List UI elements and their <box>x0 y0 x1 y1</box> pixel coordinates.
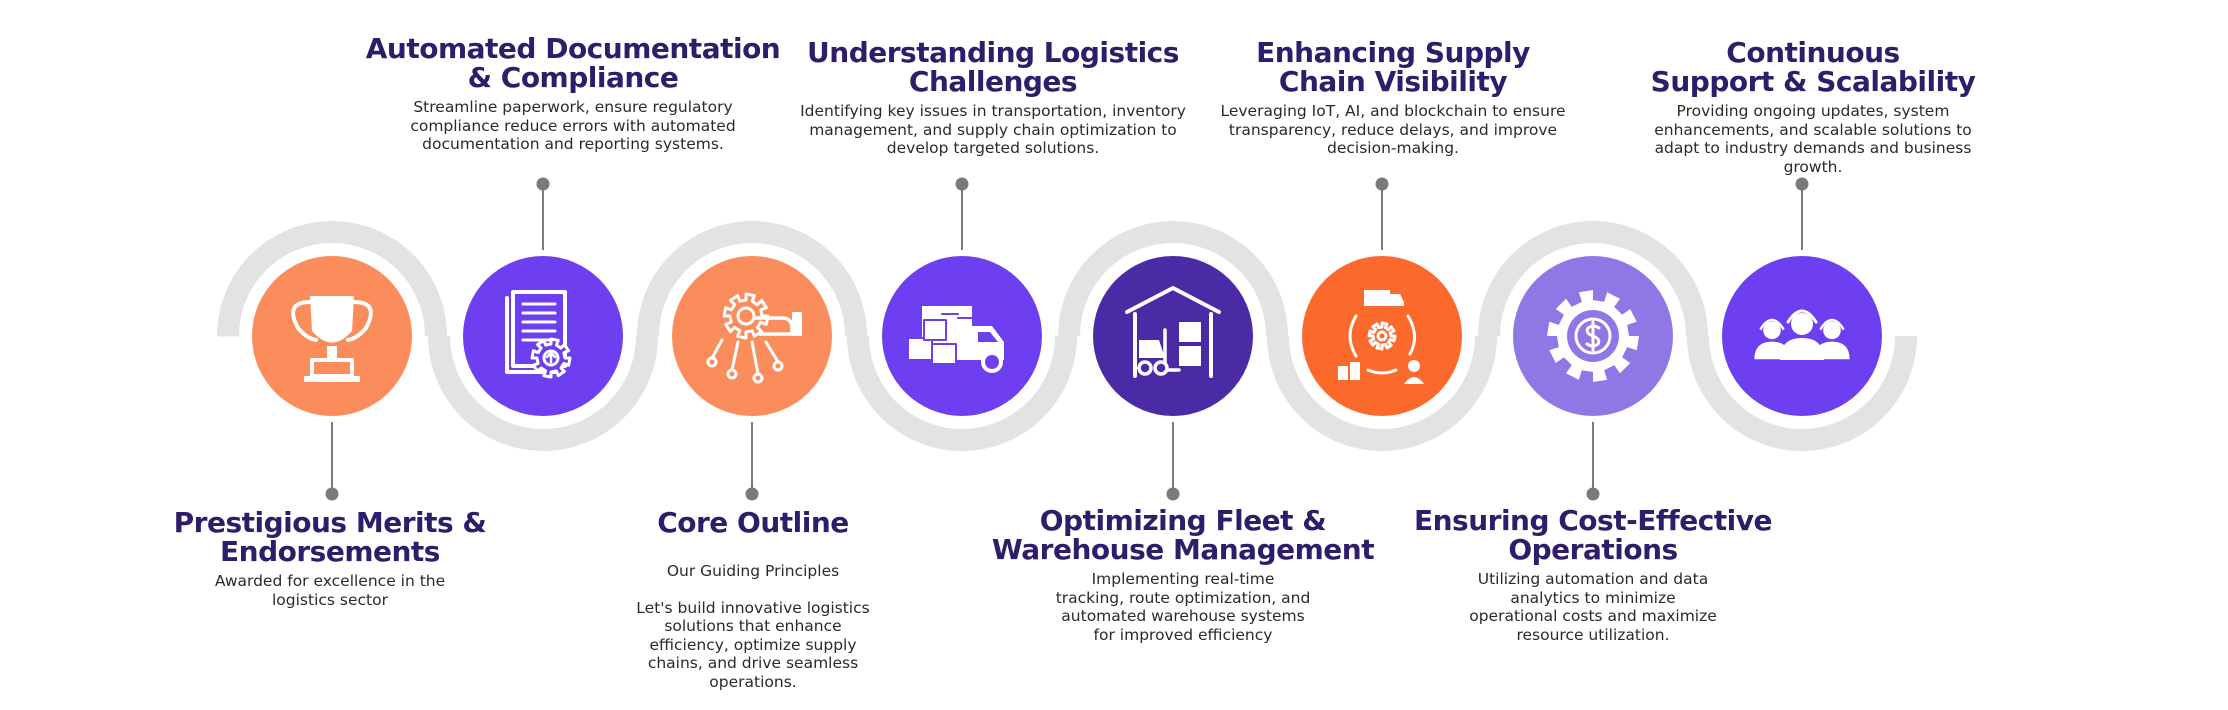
step-7-card: Ensuring Cost-Effective Operations Utili… <box>1383 506 1803 644</box>
step-6-description: Leveraging IoT, AI, and blockchain to en… <box>1220 102 1566 157</box>
track-arc-3 <box>637 221 867 336</box>
step-7-description: Utilizing automation and data analytics … <box>1469 570 1717 644</box>
step-8-description: Providing ongoing updates, system enhanc… <box>1654 102 1972 176</box>
supply-chain-cycle-icon <box>1338 290 1424 384</box>
step-4-description: Identifying key issues in transportation… <box>800 102 1186 157</box>
step-5-description: Implementing real-time tracking, route o… <box>1055 570 1311 644</box>
step-1-description: Awarded for excellence in the logistics … <box>214 572 446 609</box>
step-2-description: Streamline paperwork, ensure regulatory … <box>410 98 736 153</box>
step-6-title: Enhancing Supply Chain Visibility <box>1256 36 1530 98</box>
step-4-card: Understanding Logistics Challenges Ident… <box>753 38 1233 158</box>
step-icons <box>291 286 1850 384</box>
step-3-subtitle: Our Guiding Principles <box>666 561 840 580</box>
track-arc-1 <box>217 221 447 336</box>
trophy-icon <box>291 296 373 382</box>
step-8-title: Continuous Support & Scalability <box>1650 36 1976 98</box>
step-3-card: Core Outline Our Guiding Principles Let'… <box>543 508 963 710</box>
delivery-truck-icon <box>907 306 1004 373</box>
step-2-card: Automated Documentation & Compliance Str… <box>333 34 813 154</box>
connector-dot-5 <box>1166 487 1180 501</box>
track-arc-5 <box>1058 221 1288 336</box>
connector-dot-2 <box>536 177 550 191</box>
track-arc-4 <box>847 336 1077 451</box>
hand-gear-circuit-icon <box>706 292 802 384</box>
step-circle-2 <box>463 256 623 416</box>
connector-dot-4 <box>955 177 969 191</box>
step-circle-8 <box>1722 256 1882 416</box>
connector-dot-6 <box>1375 177 1389 191</box>
connector-dot-1 <box>325 487 339 501</box>
wave-track <box>217 221 1917 451</box>
step-2-title: Automated Documentation & Compliance <box>365 32 781 94</box>
connector-dot-7 <box>1586 487 1600 501</box>
step-1-card: Prestigious Merits & Endorsements Awarde… <box>120 508 540 609</box>
step-3-description: Let's build innovative logistics solutio… <box>636 598 870 691</box>
connector-dot-8 <box>1795 177 1809 191</box>
step-5-card: Optimizing Fleet & Warehouse Management … <box>963 506 1403 644</box>
step-7-title: Ensuring Cost-Effective Operations <box>1413 504 1773 566</box>
step-circle-6 <box>1302 256 1462 416</box>
track-arc-6 <box>1267 336 1497 451</box>
connector-dot-3 <box>745 487 759 501</box>
step-4-title: Understanding Logistics Challenges <box>807 36 1179 98</box>
process-diagram <box>217 177 1917 501</box>
step-5-title: Optimizing Fleet & Warehouse Management <box>991 504 1375 566</box>
step-3-title: Core Outline <box>657 506 849 539</box>
track-arc-2 <box>428 336 658 451</box>
warehouse-forklift-icon <box>1125 286 1221 378</box>
step-circle-5 <box>1093 256 1253 416</box>
document-gear-icon <box>505 290 572 379</box>
track-arc-7 <box>1478 221 1708 336</box>
step-circle-3 <box>672 256 832 416</box>
step-8-card: Continuous Support & Scalability Providi… <box>1593 38 2033 176</box>
dollar-gear-icon <box>1547 290 1639 382</box>
track-arc-8 <box>1687 336 1917 451</box>
step-1-title: Prestigious Merits & Endorsements <box>173 506 487 568</box>
step-6-card: Enhancing Supply Chain Visibility Levera… <box>1173 38 1613 158</box>
connector-lines <box>325 177 1809 501</box>
support-team-icon <box>1754 309 1850 360</box>
